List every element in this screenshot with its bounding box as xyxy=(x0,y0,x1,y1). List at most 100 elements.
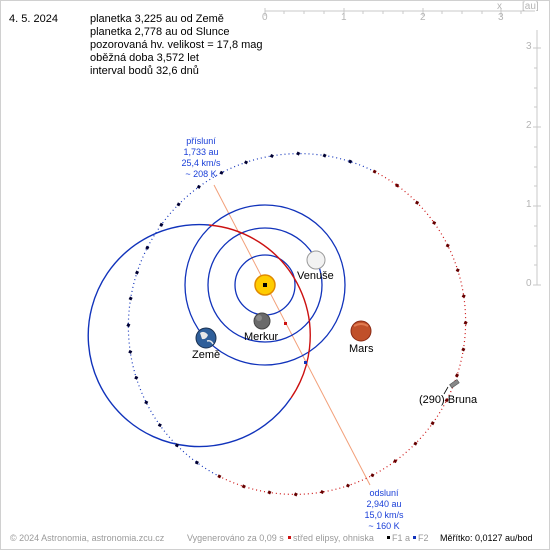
orbit-point xyxy=(348,159,353,164)
top-tick-0: 0 xyxy=(262,12,268,23)
right-tick-1: 1 xyxy=(526,199,532,210)
aphelion-velocity: 15,0 km/s xyxy=(364,510,404,520)
right-tick-0: 0 xyxy=(526,278,532,289)
perihelion-velocity: 25,4 km/s xyxy=(181,158,221,168)
top-axis-ticks xyxy=(264,8,522,16)
orbit-point xyxy=(463,320,468,325)
copyright-text: © 2024 Astronomia, astronomia.zcu.cz xyxy=(10,533,165,543)
orbit-point xyxy=(244,160,249,165)
legend-f2-text: F2 xyxy=(418,533,429,543)
info-line-point-interval: interval bodů 32,6 dnů xyxy=(90,65,199,77)
scale-text: Měřítko: 0,0127 au/bod xyxy=(440,533,533,543)
date-label: 4. 5. 2024 xyxy=(9,13,58,25)
unit-label: [au] xyxy=(522,1,539,12)
aphelion-title: odsluní xyxy=(369,488,399,498)
mars-label: Mars xyxy=(349,343,374,355)
orbit-point xyxy=(134,375,139,380)
ellipse-center-marker xyxy=(284,322,287,325)
orbit-point xyxy=(128,349,133,354)
x-axis-label: x xyxy=(497,1,502,12)
orbit-point xyxy=(445,243,450,248)
legend-f2-marker xyxy=(413,536,416,539)
top-tick-3: 3 xyxy=(498,12,504,23)
focus-f1-marker xyxy=(263,283,267,287)
asteroid-orbit-points xyxy=(126,151,468,497)
right-tick-3: 3 xyxy=(526,41,532,52)
orbit-point xyxy=(320,490,325,495)
orbit-point xyxy=(432,220,437,225)
orbit-point xyxy=(415,200,420,205)
orbit-point xyxy=(430,421,435,426)
orbit-point xyxy=(128,296,133,301)
venus-label: Venuše xyxy=(297,270,334,282)
info-line-magnitude: pozorovaná hv. velikost = 17,8 mag xyxy=(90,39,263,51)
legend-f1-marker xyxy=(387,536,390,539)
perihelion-note: přísluní 1,733 au 25,4 km/s ~ 208 K xyxy=(172,136,230,180)
info-line-period: oběžná doba 3,572 let xyxy=(90,52,199,64)
earth-clouds xyxy=(200,331,208,340)
aphelion-temperature: ~ 160 K xyxy=(368,521,400,531)
orbit-point xyxy=(345,483,350,488)
orbit-point xyxy=(196,184,201,189)
orbit-point xyxy=(461,294,466,299)
perihelion-title: přísluní xyxy=(186,136,216,146)
mars-orbit-red xyxy=(208,224,311,399)
orbit-point xyxy=(157,423,162,428)
aphelion-note: odsluní 2,940 au 15,0 km/s ~ 160 K xyxy=(354,488,414,532)
orbit-point xyxy=(176,202,181,207)
orbit-point xyxy=(269,153,274,158)
orbit-point xyxy=(322,153,327,158)
orbit-point xyxy=(241,484,246,489)
asteroid-pointer xyxy=(443,386,449,395)
orbit-point xyxy=(461,347,466,352)
orbit-point xyxy=(293,492,298,497)
top-tick-1: 1 xyxy=(341,12,347,23)
generated-time: Vygenerováno za 0,09 s xyxy=(187,533,284,543)
orbit-point xyxy=(144,400,149,405)
right-tick-2: 2 xyxy=(526,120,532,131)
mercury-shading xyxy=(256,315,262,321)
orbit-point xyxy=(296,151,301,156)
orbit-point xyxy=(413,441,418,446)
venus-planet-icon xyxy=(306,250,326,270)
earth-clouds-2 xyxy=(206,340,214,345)
mercury-planet-icon xyxy=(253,312,271,330)
orbit-point xyxy=(145,245,150,250)
orbit-point xyxy=(126,323,131,328)
right-axis-ticks xyxy=(533,47,541,286)
top-tick-2: 2 xyxy=(420,12,426,23)
perihelion-temperature: ~ 208 K xyxy=(185,169,217,179)
orbit-point xyxy=(395,183,400,188)
orbit-point xyxy=(444,398,449,403)
orbit-point xyxy=(159,222,164,227)
orbit-point xyxy=(455,268,460,273)
legend-f1-text: F1 a xyxy=(392,533,411,543)
asteroid-icon xyxy=(449,379,460,389)
orbit-point xyxy=(194,460,199,465)
asteroid-label: (290) Bruna xyxy=(419,394,478,406)
mars-orbit-blue xyxy=(87,223,292,448)
orbit-point xyxy=(370,473,375,478)
focus-f2-marker xyxy=(304,361,307,364)
orbit-point xyxy=(219,170,224,175)
info-lines: planetka 3,225 au od Země planetka 2,778… xyxy=(90,13,263,78)
earth-orbit xyxy=(184,204,346,366)
perihelion-distance: 1,733 au xyxy=(183,147,219,157)
orbit-point xyxy=(217,474,222,479)
legend-center-text: střed elipsy, ohniska xyxy=(293,533,374,543)
earth-label: Země xyxy=(192,349,221,361)
orbit-point xyxy=(372,169,377,174)
info-line-sun-distance: planetka 2,778 au od Slunce xyxy=(90,26,230,38)
mars-shading xyxy=(353,323,369,327)
orbit-point xyxy=(134,270,140,275)
orbit-point xyxy=(174,443,179,448)
mercury-label: Merkur xyxy=(244,331,279,343)
venus-orbit xyxy=(207,227,323,343)
orbit-point xyxy=(393,459,398,464)
aphelion-distance: 2,940 au xyxy=(366,499,402,509)
orbit-point xyxy=(267,490,272,495)
legend-center-marker xyxy=(288,536,291,539)
